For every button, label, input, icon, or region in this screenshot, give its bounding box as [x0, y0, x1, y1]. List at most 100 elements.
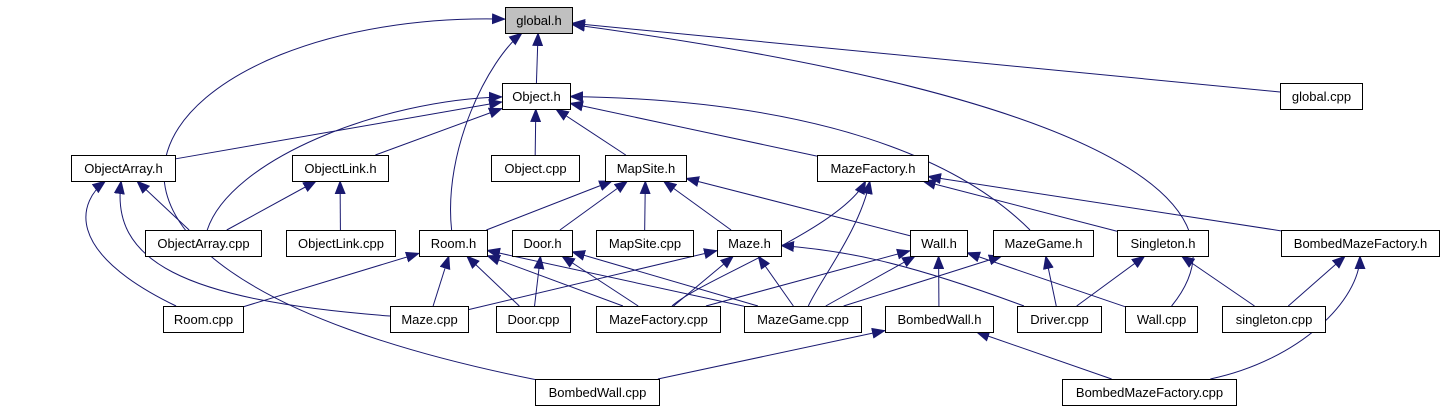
edge-global-cpp-to-global-h — [571, 19, 1281, 93]
node-label: MazeGame.h — [1004, 236, 1082, 251]
node-box — [512, 230, 573, 257]
node-box — [596, 230, 694, 257]
node-mapsite-cpp[interactable]: MapSite.cpp — [596, 230, 694, 257]
node-box — [535, 379, 660, 406]
edge-maze-cpp-to-objectarray-h — [113, 180, 391, 317]
node-box — [145, 230, 262, 257]
edge-room-h-to-global-h — [450, 32, 523, 231]
edge-wall-cpp-to-wall-h — [966, 251, 1126, 308]
node-label: Object.h — [512, 89, 560, 104]
node-box — [1017, 306, 1102, 333]
node-label: ObjectLink.h — [304, 161, 376, 176]
node-box — [390, 306, 469, 333]
edge-bombedmazefactory-cpp-to-bombedwall-h — [975, 331, 1112, 380]
node-driver-cpp[interactable]: Driver.cpp — [1017, 306, 1102, 333]
edge-driver-cpp-to-maze-h — [780, 240, 1025, 307]
node-mazegame-cpp[interactable]: MazeGame.cpp — [744, 306, 862, 333]
edge-mazefactory-cpp-to-wall-h — [705, 248, 911, 307]
node-singleton-cpp[interactable]: singleton.cpp — [1222, 306, 1326, 333]
node-objectarray-cpp[interactable]: ObjectArray.cpp — [145, 230, 262, 257]
edge-objectarray-cpp-to-object-h — [206, 91, 503, 231]
node-global-cpp[interactable]: global.cpp — [1280, 83, 1363, 110]
node-objectlink-h[interactable]: ObjectLink.h — [292, 155, 389, 182]
node-label: Door.h — [523, 236, 561, 251]
edges-layer — [85, 13, 1366, 381]
edge-mapsite-cpp-to-mapsite-h — [639, 180, 651, 231]
node-mazefactory-h[interactable]: MazeFactory.h — [817, 155, 929, 182]
node-box — [596, 306, 721, 333]
node-box — [505, 7, 573, 34]
node-room-h[interactable]: Room.h — [419, 230, 488, 257]
edge-mazegame-cpp-to-mazegame-h — [843, 254, 1003, 307]
node-label: ObjectLink.cpp — [298, 236, 384, 251]
node-box — [292, 155, 389, 182]
node-bombedmazefactory-cpp[interactable]: BombedMazeFactory.cpp — [1062, 379, 1237, 406]
edge-mazefactory-h-to-object-h — [569, 100, 818, 157]
node-label: MazeFactory.h — [830, 161, 915, 176]
edge-bombedmazefactory-h-to-mazefactory-h — [927, 173, 1282, 232]
node-box — [993, 230, 1094, 257]
node-label: BombedMazeFactory.cpp — [1076, 385, 1223, 400]
edge-singleton-cpp-to-singleton-h — [1180, 255, 1255, 307]
node-label: MazeFactory.cpp — [609, 312, 708, 327]
node-objectlink-cpp[interactable]: ObjectLink.cpp — [286, 230, 396, 257]
edge-mazegame-cpp-to-wall-h — [825, 255, 917, 307]
node-door-cpp[interactable]: Door.cpp — [496, 306, 571, 333]
edge-singleton-cpp-to-bombedmazefactory-h — [1287, 255, 1346, 307]
node-label: BombedWall.h — [897, 312, 981, 327]
edge-driver-cpp-to-mazegame-h — [1043, 255, 1057, 307]
node-label: Room.cpp — [174, 312, 233, 327]
node-label: Maze.h — [728, 236, 771, 251]
edge-object-h-to-global-h — [532, 32, 544, 84]
node-wall-h[interactable]: Wall.h — [910, 230, 968, 257]
edge-door-cpp-to-room-h — [465, 255, 520, 307]
node-door-h[interactable]: Door.h — [512, 230, 573, 257]
node-label: ObjectArray.cpp — [157, 236, 249, 251]
node-box — [1062, 379, 1237, 406]
node-label: Wall.cpp — [1137, 312, 1186, 327]
node-label: BombedWall.cpp — [549, 385, 647, 400]
node-label: BombedMazeFactory.h — [1294, 236, 1427, 251]
node-maze-h[interactable]: Maze.h — [717, 230, 782, 257]
node-box — [605, 155, 687, 182]
node-label: Door.cpp — [507, 312, 559, 327]
node-label: Wall.h — [921, 236, 957, 251]
node-singleton-h[interactable]: Singleton.h — [1117, 230, 1209, 257]
node-box — [1281, 230, 1440, 257]
node-box — [717, 230, 782, 257]
node-mazegame-h[interactable]: MazeGame.h — [993, 230, 1094, 257]
node-mazefactory-cpp[interactable]: MazeFactory.cpp — [596, 306, 721, 333]
node-bombedmazefactory-h[interactable]: BombedMazeFactory.h — [1281, 230, 1440, 257]
node-box — [71, 155, 176, 182]
node-mapsite-h[interactable]: MapSite.h — [605, 155, 687, 182]
edge-mazegame-cpp-to-room-h — [486, 247, 745, 307]
node-objectarray-h[interactable]: ObjectArray.h — [71, 155, 176, 182]
edge-mazegame-h-to-object-h — [569, 91, 1031, 231]
edge-mazefactory-cpp-to-door-h — [561, 255, 639, 307]
node-label: MazeGame.cpp — [757, 312, 849, 327]
edge-bombedwall-cpp-to-bombedwall-h — [657, 327, 886, 380]
node-object-cpp[interactable]: Object.cpp — [491, 155, 580, 182]
node-box — [885, 306, 994, 333]
node-label: Maze.cpp — [401, 312, 457, 327]
node-label: global.h — [516, 13, 562, 28]
node-bombedwall-h[interactable]: BombedWall.h — [885, 306, 994, 333]
edge-room-h-to-mapsite-h — [486, 180, 614, 231]
node-object-h[interactable]: Object.h — [502, 83, 571, 110]
edge-maze-cpp-to-maze-h — [467, 248, 718, 311]
node-label: Driver.cpp — [1030, 312, 1089, 327]
node-box — [1222, 306, 1326, 333]
node-wall-cpp[interactable]: Wall.cpp — [1125, 306, 1198, 333]
edge-objectlink-h-to-object-h — [375, 107, 503, 156]
node-maze-cpp[interactable]: Maze.cpp — [390, 306, 469, 333]
node-bombedwall-cpp[interactable]: BombedWall.cpp — [535, 379, 660, 406]
node-room-cpp[interactable]: Room.cpp — [163, 306, 244, 333]
edge-mapsite-h-to-object-h — [554, 108, 627, 156]
edge-maze-cpp-to-room-h — [432, 255, 451, 307]
node-box — [163, 306, 244, 333]
edge-object-cpp-to-object-h — [530, 108, 542, 156]
node-global-h[interactable]: global.h — [505, 7, 573, 34]
node-box — [286, 230, 396, 257]
node-label: Singleton.h — [1130, 236, 1195, 251]
node-label: MapSite.h — [617, 161, 676, 176]
